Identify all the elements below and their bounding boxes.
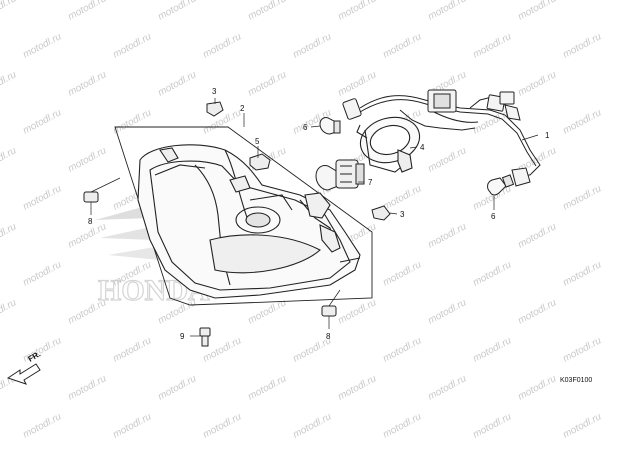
callout-5: 5: [255, 137, 260, 146]
watermark-text: motodl.ru: [516, 297, 558, 326]
watermark-text: motodl.ru: [66, 145, 108, 174]
headlight-bulb: [315, 159, 365, 191]
dust-cover: [356, 116, 421, 173]
watermark-text: motodl.ru: [246, 69, 288, 98]
watermark-text: motodl.ru: [561, 259, 603, 288]
watermark-text: motodl.ru: [516, 69, 558, 98]
watermark-text: motodl.ru: [336, 297, 378, 326]
callout-3-upper: 3: [212, 87, 217, 96]
watermark-text: motodl.ru: [561, 183, 603, 212]
watermark-text: motodl.ru: [111, 31, 153, 60]
watermark-text: motodl.ru: [111, 335, 153, 364]
callout-2: 2: [240, 104, 245, 113]
watermark-text: motodl.ru: [156, 69, 198, 98]
watermark-text: motodl.ru: [471, 411, 513, 440]
headlight-housing: [137, 144, 361, 299]
watermark-text: motodl.ru: [21, 259, 63, 288]
watermark-text: motodl.ru: [381, 335, 423, 364]
watermark-text: motodl.ru: [21, 107, 63, 136]
callout-8-left: 8: [88, 217, 93, 226]
watermark-text: motodl.ru: [0, 297, 19, 326]
callout-3-lower: 3: [400, 210, 405, 219]
position-bulb-upper: [319, 117, 341, 135]
assembly-frame-outline: [114, 126, 373, 306]
diagram-code: K03F0100: [560, 377, 592, 384]
watermark-text: motodl.ru: [21, 411, 63, 440]
arrow-left-icon: [6, 363, 41, 385]
watermark-text: motodl.ru: [426, 221, 468, 250]
watermark-text: motodl.ru: [561, 31, 603, 60]
watermark-text: motodl.ru: [561, 335, 603, 364]
watermark-text: motodl.ru: [561, 107, 603, 136]
clip-item-3-upper: [206, 101, 224, 117]
watermark-text: motodl.ru: [156, 373, 198, 402]
watermark-text: motodl.ru: [471, 259, 513, 288]
watermark-text: motodl.ru: [111, 411, 153, 440]
watermark-text: motodl.ru: [0, 221, 19, 250]
headlight-wiring-harness: [342, 89, 541, 187]
watermark-text: motodl.ru: [426, 0, 468, 23]
screw-item-9: [199, 327, 211, 347]
watermark-text: motodl.ru: [291, 31, 333, 60]
leader-lines: [90, 98, 539, 337]
watermark-text: motodl.ru: [156, 0, 198, 23]
callout-6-upper: 6: [303, 123, 308, 132]
position-bulb-lower: [487, 174, 515, 196]
watermark-text: motodl.ru: [381, 411, 423, 440]
callout-6-lower: 6: [491, 212, 496, 221]
watermark-text: motodl.ru: [426, 373, 468, 402]
watermark-text: motodl.ru: [471, 335, 513, 364]
watermark-text: motodl.ru: [0, 0, 19, 23]
watermark-text: motodl.ru: [336, 69, 378, 98]
watermark-text: motodl.ru: [336, 0, 378, 23]
watermark-text: motodl.ru: [516, 0, 558, 23]
callout-1: 1: [545, 131, 550, 140]
grommet-item-8-left: [83, 191, 99, 203]
watermark-text: motodl.ru: [66, 0, 108, 23]
watermark-text: motodl.ru: [66, 373, 108, 402]
watermark-text: motodl.ru: [21, 183, 63, 212]
watermark-text: motodl.ru: [426, 145, 468, 174]
callout-9: 9: [180, 332, 185, 341]
watermark-text: motodl.ru: [471, 31, 513, 60]
watermark-text: motodl.ru: [381, 31, 423, 60]
watermark-text: motodl.ru: [426, 297, 468, 326]
callout-7: 7: [368, 178, 373, 187]
callout-8-right: 8: [326, 332, 331, 341]
nut-item-5: [249, 153, 271, 171]
watermark-text: motodl.ru: [291, 411, 333, 440]
watermark-text: motodl.ru: [381, 259, 423, 288]
watermark-text: motodl.ru: [201, 31, 243, 60]
watermark-text: motodl.ru: [201, 411, 243, 440]
watermark-text: motodl.ru: [246, 0, 288, 23]
callout-4: 4: [420, 143, 425, 152]
watermark-text: motodl.ru: [111, 107, 153, 136]
grommet-item-8-right: [321, 305, 337, 317]
watermark-text: motodl.ru: [66, 69, 108, 98]
watermark-text: motodl.ru: [516, 373, 558, 402]
watermark-text: motodl.ru: [381, 183, 423, 212]
watermark-text: motodl.ru: [21, 335, 63, 364]
watermark-text: motodl.ru: [516, 221, 558, 250]
watermark-text: motodl.ru: [0, 69, 19, 98]
clip-item-3-lower: [371, 205, 391, 221]
watermark-text: motodl.ru: [246, 373, 288, 402]
watermark-text: motodl.ru: [561, 411, 603, 440]
watermark-text: motodl.ru: [21, 31, 63, 60]
watermark-text: motodl.ru: [336, 373, 378, 402]
watermark-text: motodl.ru: [0, 145, 19, 174]
